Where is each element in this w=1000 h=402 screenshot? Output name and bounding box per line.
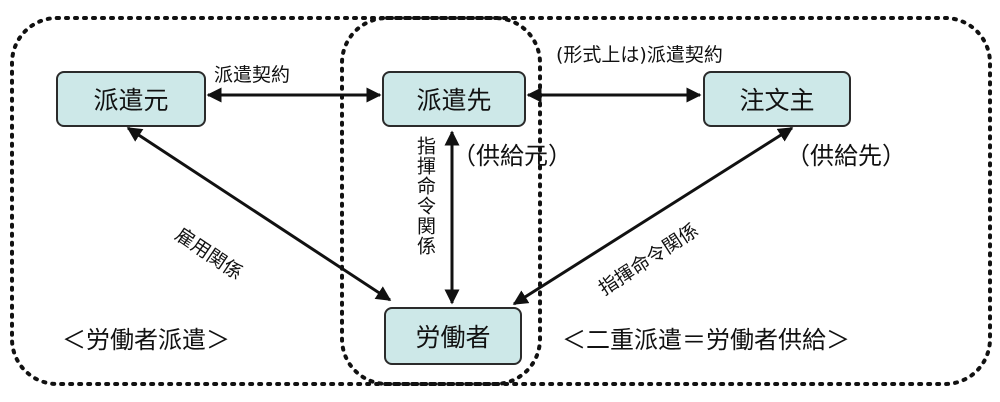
region-right-boundary [340,16,992,386]
node-haken-moto: 派遣元 [56,71,206,127]
node-haken-saki: 派遣先 [382,71,526,127]
label-region-left: ＜労働者派遣＞ [62,326,230,354]
node-rodosha: 労働者 [384,307,522,365]
node-chumon-nushi: 注文主 [703,71,851,127]
arrow-command-right [512,126,794,306]
label-command-vertical: 指揮命令関係 [414,136,436,256]
label-region-right: ＜二重派遣＝労働者供給＞ [562,326,850,354]
label-contract-right: (形式上は)派遣契約 [556,44,723,66]
label-supply-source: （供給元） [452,142,572,170]
label-supply-dest: （供給先） [786,142,906,170]
label-contract-left: 派遣契約 [214,64,291,86]
arrow-employment [126,126,392,302]
